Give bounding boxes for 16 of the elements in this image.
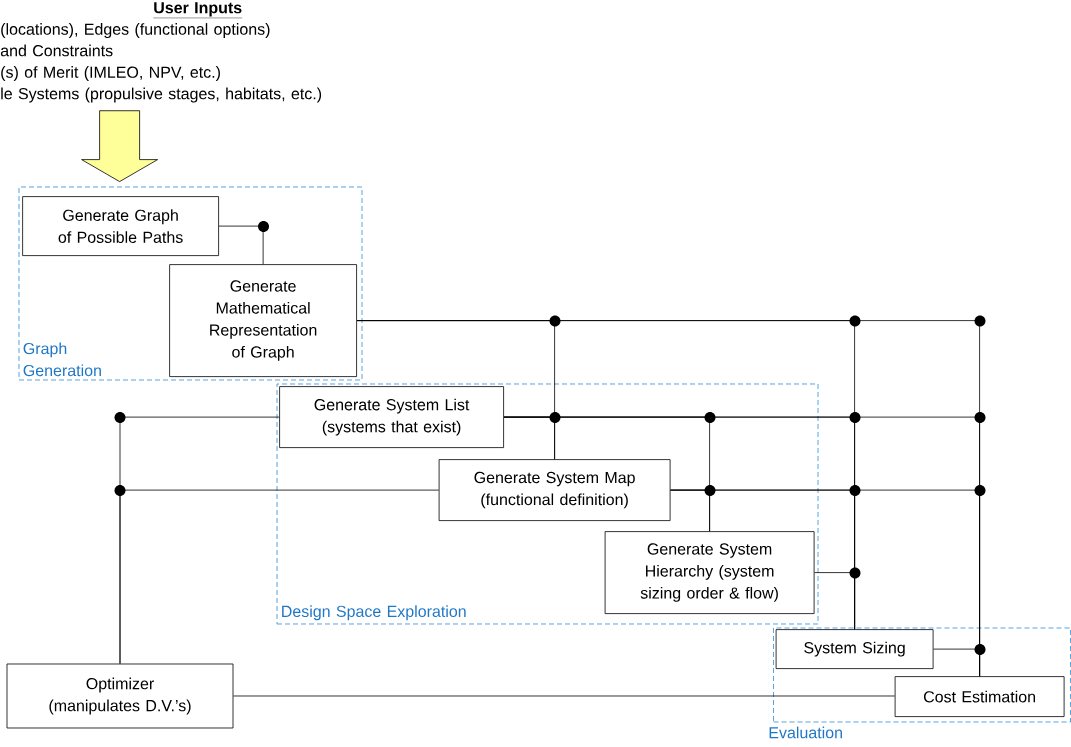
process-box: Generate System Hierarchy (system sizing order & flow) (604, 531, 815, 614)
connector (233, 695, 896, 697)
connector (119, 489, 440, 664)
node-label: Evaluation (769, 726, 842, 739)
block-arrow (81, 110, 158, 182)
process-box: System Sizing (775, 629, 934, 669)
process-box: Generate Graph of Possible Paths (22, 196, 219, 256)
process-box: Optimizer (manipulates D.V.’s) (6, 663, 234, 729)
process-box: Generate Mathematical Representation of Graph (169, 264, 357, 377)
process-box: Cost Estimation (894, 676, 1065, 717)
connector (218, 225, 264, 265)
connector (933, 648, 980, 677)
input-list: User Inputs (locations), Edges (functional options) and Constraints (s) of Merit (IMLEO, NPV, etc.) le Systems (propulsive stages, habitats, etc.) (0, 2, 322, 103)
process-box: Generate System Map (functional definition) (438, 459, 671, 521)
process-box: Generate System List (systems that exist) (279, 386, 504, 448)
connector (814, 572, 855, 630)
